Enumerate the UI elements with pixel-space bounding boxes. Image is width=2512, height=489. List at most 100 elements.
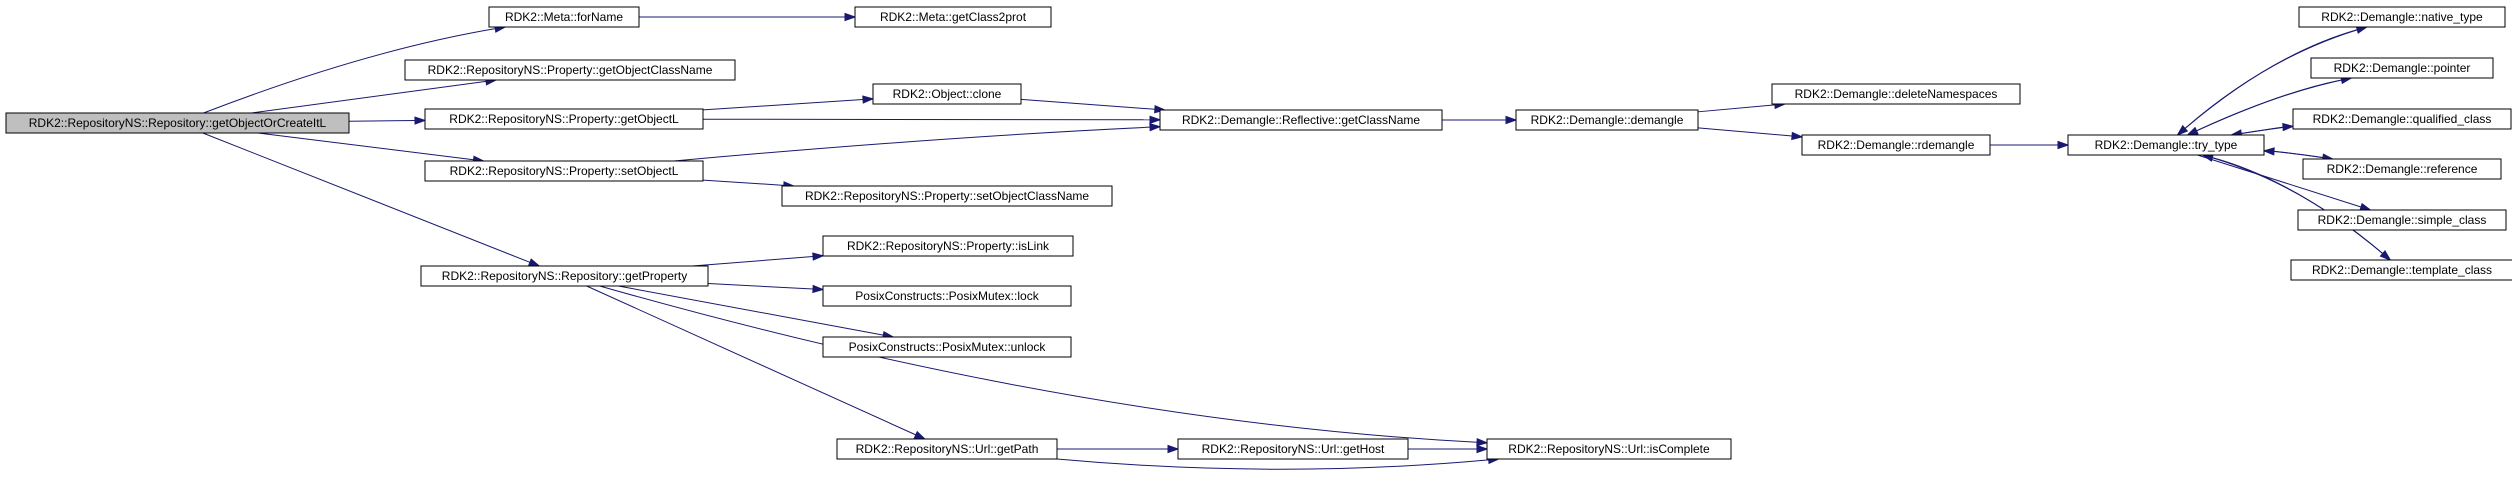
node-root: RDK2::RepositoryNS::Repository::getObjec… <box>5 112 350 134</box>
edge-line <box>202 132 531 263</box>
edge-prop_getObjectL-to-refl_getClassName <box>702 115 1162 124</box>
node-repo-getProperty[interactable]: RDK2::RepositoryNS::Repository::getPrope… <box>420 265 709 287</box>
node-label: RDK2::RepositoryNS::Property::setObjectC… <box>805 189 1089 203</box>
edge-obj_clone-to-refl_getClassName <box>1020 98 1167 114</box>
arrowhead <box>812 284 825 294</box>
node-box <box>404 59 736 81</box>
edge-repo_getProperty-to-url_isComplete <box>599 285 1489 447</box>
node-box <box>1177 438 1409 460</box>
arrowhead <box>1149 122 1162 132</box>
node-refl-getClassName[interactable]: RDK2::Demangle::Reflective::getClassName <box>1159 109 1443 131</box>
edge-dem_reference-to-dem_try_type <box>2262 147 2333 160</box>
node-prop-isLink[interactable]: RDK2::RepositoryNS::Property::isLink <box>822 235 1074 257</box>
node-prop-getObjectL[interactable]: RDK2::RepositoryNS::Property::getObjectL <box>424 108 704 130</box>
arrowhead <box>1149 115 1162 124</box>
edge-refl_getClassName-to-dem_demangle <box>1442 115 1518 125</box>
node-url-getHost[interactable]: RDK2::RepositoryNS::Url::getHost <box>1177 438 1409 460</box>
edge-dem_demangle-to-dem_rdemangle <box>1697 127 1804 141</box>
node-label: RDK2::RepositoryNS::Repository::getObjec… <box>29 116 327 130</box>
arrowhead <box>414 116 427 125</box>
edge-root-to-repo_getProperty <box>202 132 541 267</box>
arrowhead <box>1505 115 1518 125</box>
edge-line <box>2197 154 2362 208</box>
node-label: RDK2::RepositoryNS::Property::getObjectL <box>449 112 679 126</box>
node-label: RDK2::Demangle::reference <box>2327 162 2478 176</box>
node-box <box>420 265 709 287</box>
edge-line <box>257 132 474 161</box>
edge-line <box>1697 104 1775 113</box>
node-label: RDK2::Demangle::try_type <box>2095 138 2238 152</box>
arrowhead <box>2359 202 2372 211</box>
edge-repo_getProperty-to-mutex_lock <box>707 283 825 294</box>
node-box <box>822 336 1072 358</box>
edge-prop_setObjectL-to-refl_getClassName <box>673 122 1162 162</box>
node-label: RDK2::Meta::getClass2prot <box>880 10 1027 24</box>
node-dem-deleteNamespaces[interactable]: RDK2::Demangle::deleteNamespaces <box>1771 83 2021 105</box>
edge-line <box>702 118 1151 121</box>
edge-line <box>1697 127 1793 137</box>
edge-meta_forName-to-meta_getClass2prot <box>639 12 857 22</box>
edge-line <box>251 80 487 114</box>
node-box <box>1159 109 1443 131</box>
node-obj-clone[interactable]: RDK2::Object::clone <box>872 83 1022 105</box>
node-url-isComplete[interactable]: RDK2::RepositoryNS::Url::isComplete <box>1486 438 1732 460</box>
node-label: RDK2::Demangle::qualified_class <box>2313 112 2492 126</box>
node-label: RDK2::Demangle::simple_class <box>2318 213 2487 227</box>
node-prop-setObjectL[interactable]: RDK2::RepositoryNS::Property::setObjectL <box>424 160 704 182</box>
arrowhead <box>862 95 875 104</box>
node-mutex-lock[interactable]: PosixConstructs::PosixMutex::lock <box>822 285 1072 307</box>
node-dem-try-type[interactable]: RDK2::Demangle::try_type <box>2067 134 2265 156</box>
node-box <box>424 160 704 182</box>
node-box <box>2297 209 2507 231</box>
edge-url_getHost-to-url_isComplete <box>1408 444 1489 454</box>
node-dem-demangle[interactable]: RDK2::Demangle::demangle <box>1515 109 1699 131</box>
node-dem-qualified-class[interactable]: RDK2::Demangle::qualified_class <box>2292 108 2512 130</box>
arrowhead <box>2176 124 2189 136</box>
node-box <box>1801 134 1991 156</box>
node-dem-native-type[interactable]: RDK2::Demangle::native_type <box>2298 6 2506 28</box>
node-meta-forName[interactable]: RDK2::Meta::forName <box>488 6 640 28</box>
node-label: RDK2::Demangle::template_class <box>2312 263 2492 277</box>
edge-line <box>586 285 916 436</box>
node-dem-rdemangle[interactable]: RDK2::Demangle::rdemangle <box>1801 134 1991 156</box>
edge-url_getPath-to-url_getHost <box>1057 444 1180 454</box>
node-label: RDK2::RepositoryNS::Property::getObjectC… <box>428 63 713 77</box>
edge-line <box>203 28 496 114</box>
node-box <box>836 438 1058 460</box>
node-label: RDK2::RepositoryNS::Property::isLink <box>847 239 1050 253</box>
node-dem-reference[interactable]: RDK2::Demangle::reference <box>2302 158 2502 180</box>
arrowhead <box>913 430 927 440</box>
node-box <box>822 235 1074 257</box>
edge-root-to-prop_getObjectL <box>348 116 427 125</box>
node-dem-template-class[interactable]: RDK2::Demangle::template_class <box>2290 259 2512 281</box>
edge-line <box>2241 125 2294 134</box>
node-url-getPath[interactable]: RDK2::RepositoryNS::Url::getPath <box>836 438 1058 460</box>
node-box <box>2298 6 2506 28</box>
node-prop-getObjectClassName[interactable]: RDK2::RepositoryNS::Property::getObjectC… <box>404 59 736 81</box>
arrowhead <box>844 12 857 22</box>
edge-root-to-prop_getObjectClassName <box>251 77 498 114</box>
arrowhead <box>2057 140 2070 150</box>
node-dem-pointer[interactable]: RDK2::Demangle::pointer <box>2310 57 2494 79</box>
node-meta-getClass2prot[interactable]: RDK2::Meta::getClass2prot <box>854 6 1052 28</box>
node-label: RDK2::Demangle::pointer <box>2334 61 2471 75</box>
node-box <box>2310 57 2494 79</box>
arrowhead <box>1167 444 1180 454</box>
edge-line <box>673 126 1151 162</box>
node-box <box>2290 259 2512 281</box>
node-label: RDK2::Object::clone <box>893 87 1002 101</box>
node-label: PosixConstructs::PosixMutex::lock <box>855 289 1039 303</box>
node-dem-simple-class[interactable]: RDK2::Demangle::simple_class <box>2297 209 2507 231</box>
arrowhead <box>1476 438 1489 447</box>
node-box <box>1515 109 1699 131</box>
edge-repo_getProperty-to-url_getPath <box>586 285 927 440</box>
arrowhead <box>2262 147 2275 156</box>
node-prop-setObjectClassName[interactable]: RDK2::RepositoryNS::Property::setObjectC… <box>781 185 1113 207</box>
node-label: RDK2::RepositoryNS::Url::getPath <box>856 442 1039 456</box>
node-label: PosixConstructs::PosixMutex::unlock <box>849 340 1047 354</box>
arrowhead <box>812 252 825 261</box>
node-mutex-unlock[interactable]: PosixConstructs::PosixMutex::unlock <box>822 336 1072 358</box>
node-box <box>488 6 640 28</box>
node-label: RDK2::Demangle::deleteNamespaces <box>1795 87 1998 101</box>
